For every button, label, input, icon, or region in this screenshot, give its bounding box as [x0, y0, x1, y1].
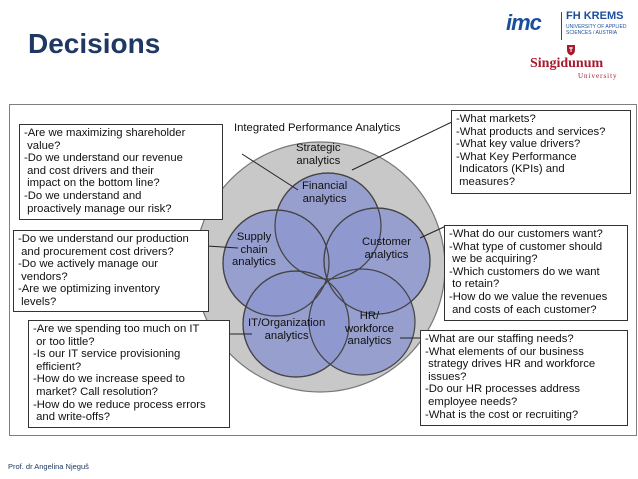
question-line: -What are our staffing needs? — [425, 333, 574, 345]
question-line: impact on the bottom line? — [24, 177, 160, 190]
customer-questions-box: -What do our customers want? -What type … — [444, 225, 628, 321]
imc-logo: imc — [506, 10, 542, 35]
financial-label: Financial analytics — [302, 180, 348, 205]
question-line: or too little? — [33, 335, 95, 348]
question-line: value? — [24, 139, 61, 152]
question-line: and procurement cost drivers? — [18, 245, 174, 258]
supply-chain-label: Supply chain analytics — [232, 231, 276, 269]
footer-author: Prof. dr Angelina Njeguš — [8, 462, 89, 471]
question-line: -What type of customer should — [449, 240, 603, 253]
question-line: issues? — [425, 370, 467, 383]
hr-workforce-label: HR/ workforce analytics — [345, 310, 394, 348]
question-line: -Do we understand our production — [18, 233, 189, 245]
question-line: -What Key Performance — [456, 150, 577, 163]
logo-divider — [561, 12, 562, 40]
question-line: -What elements of our business — [425, 345, 584, 358]
question-line: strategy drives HR and workforce — [425, 358, 596, 371]
question-line: -What key value drivers? — [456, 138, 581, 151]
connector-strategic — [351, 119, 457, 171]
question-line: to retain? — [449, 278, 500, 291]
question-line: -Are we maximizing shareholder — [24, 127, 186, 139]
question-line: -Are we spending too much on IT — [33, 323, 200, 335]
question-line: -Do we understand our revenue — [24, 152, 183, 165]
question-line: levels? — [18, 295, 57, 308]
question-line: -How do we increase speed to — [33, 373, 185, 386]
question-line: vendors? — [18, 270, 68, 283]
question-line: -What markets? — [456, 113, 536, 125]
question-line: Indicators (KPIs) and — [456, 163, 565, 176]
question-line: -What is the cost or recruiting? — [425, 408, 579, 421]
crest-icon — [567, 45, 575, 56]
financial-questions-box: -Are we maximizing shareholder value? -D… — [19, 124, 223, 220]
it-questions-box: -Are we spending too much on IT or too l… — [28, 320, 230, 428]
singidunum-subtitle: University — [578, 72, 618, 80]
question-line: and write-offs? — [33, 411, 111, 424]
question-line: and cost drivers and their — [24, 164, 154, 177]
question-line: efficient? — [33, 360, 82, 373]
question-line: -Do we understand and — [24, 189, 142, 202]
question-line: -Are we optimizing inventory — [18, 283, 160, 296]
fh-krems-logo: FH KREMS — [566, 10, 624, 22]
question-line: -What products and services? — [456, 125, 606, 138]
question-line: -How do we reduce process errors — [33, 398, 206, 411]
question-line: -Do our HR processes address — [425, 383, 581, 396]
logo-area: imc FH KREMS UNIVERSITY OF APPLIED SCIEN… — [506, 6, 634, 86]
it-organization-label: IT/Organization analytics — [248, 317, 326, 342]
question-line: and costs of each customer? — [449, 303, 597, 316]
customer-label: Customer analytics — [362, 236, 411, 261]
question-line: measures? — [456, 175, 516, 188]
question-line: market? Call resolution? — [33, 385, 158, 398]
question-line: -Which customers do we want — [449, 265, 600, 278]
question-line: proactively manage our risk? — [24, 202, 172, 215]
connector-financial — [241, 153, 299, 191]
fh-krems-subtitle: UNIVERSITY OF APPLIED SCIENCES / AUSTRIA — [566, 24, 627, 36]
slide-title: Decisions — [28, 28, 161, 59]
question-line: we be acquiring? — [449, 253, 538, 266]
singidunum-logo: Singidunum — [530, 56, 604, 71]
question-line: -Is our IT service provisioning — [33, 348, 181, 361]
question-line: -What do our customers want? — [449, 228, 603, 240]
diagram-heading: Integrated Performance Analytics — [234, 122, 401, 134]
hr-questions-box: -What are our staffing needs? -What elem… — [420, 330, 628, 426]
supply-chain-questions-box: -Do we understand our production and pro… — [13, 230, 209, 312]
strategic-label: Strategic analytics — [296, 142, 341, 167]
hr-workforce-circle — [308, 268, 416, 376]
strategic-questions-box: -What markets? -What products and servic… — [451, 110, 631, 194]
question-line: -How do we value the revenues — [449, 290, 608, 303]
connector-customer — [419, 225, 447, 239]
question-line: -Do we actively manage our — [18, 258, 159, 271]
diagram-frame — [9, 104, 637, 436]
question-line: employee needs? — [425, 395, 518, 408]
connector-supply — [206, 245, 239, 249]
